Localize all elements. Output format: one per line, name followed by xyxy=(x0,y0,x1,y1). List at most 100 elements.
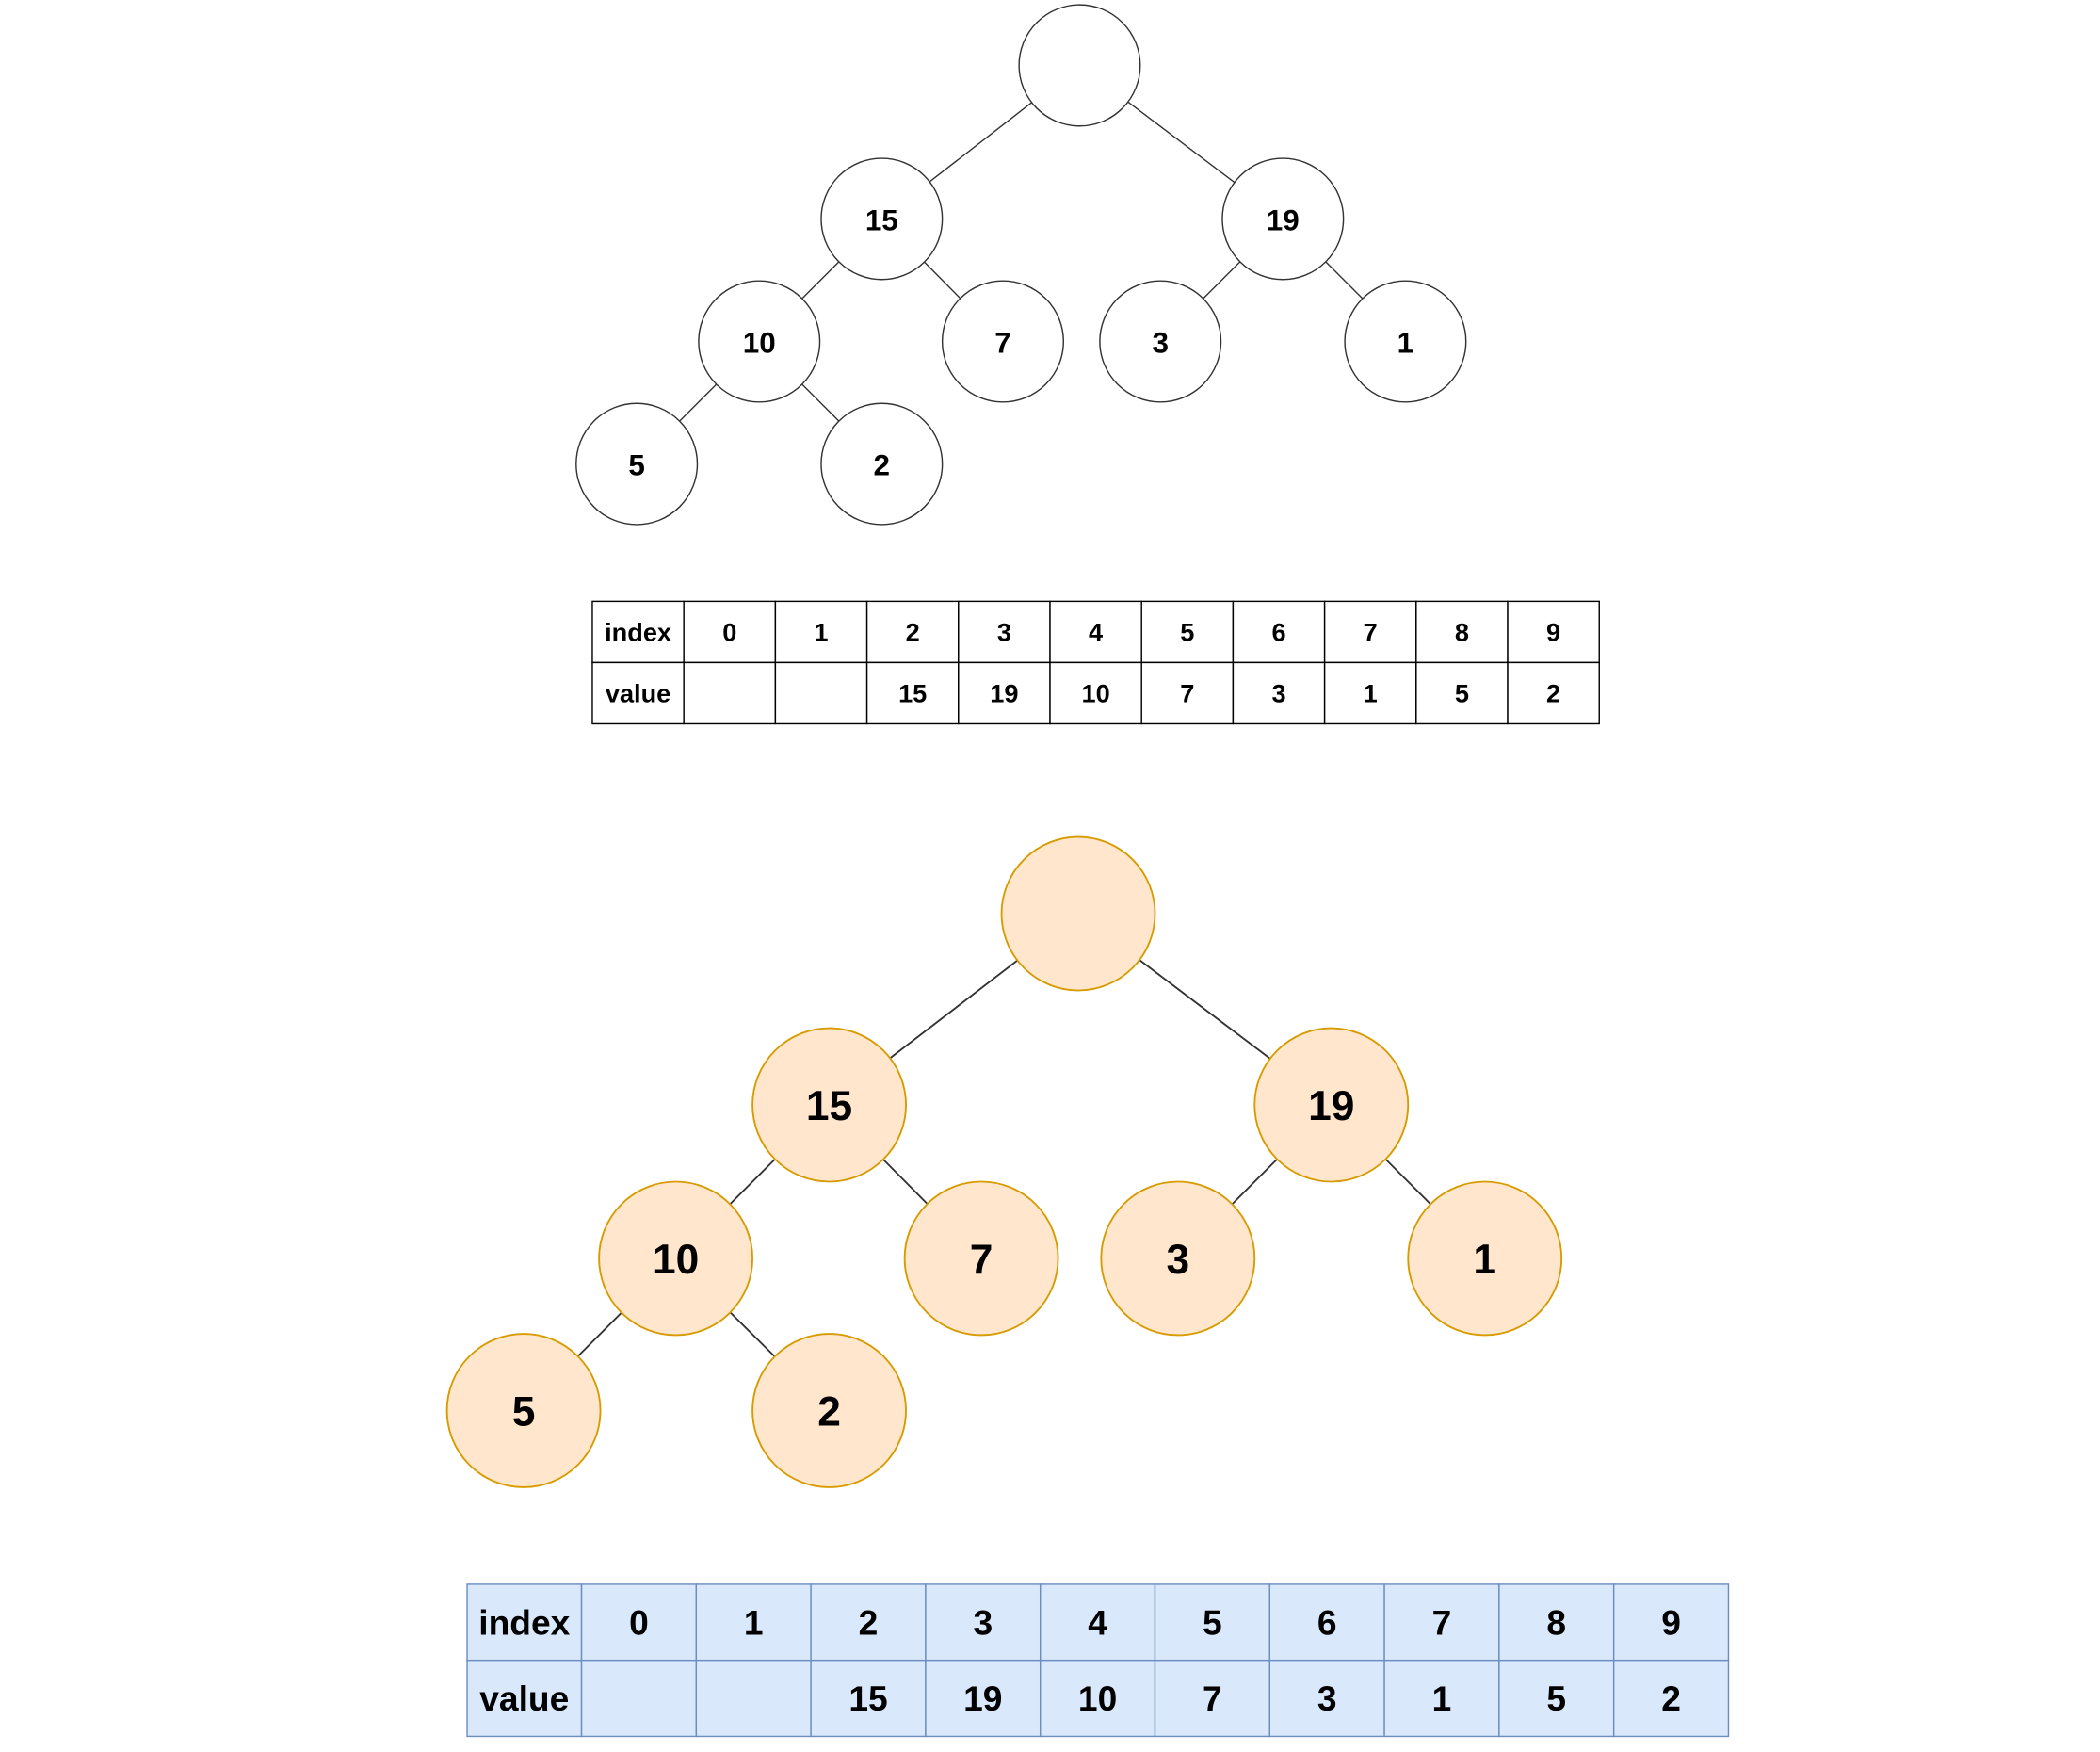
table-cell-text: 7 xyxy=(1432,1602,1452,1642)
tree-edge xyxy=(679,383,718,422)
tree-node: 1 xyxy=(1407,1180,1563,1337)
table-cell-text: 3 xyxy=(997,617,1011,646)
table-cell xyxy=(683,661,777,725)
table-cell xyxy=(580,1659,698,1738)
table-cell xyxy=(695,1583,812,1662)
table-row-header: index xyxy=(605,617,671,646)
tree-edge xyxy=(924,261,961,300)
table-cell xyxy=(1140,600,1235,664)
node-label: 1 xyxy=(1397,326,1413,359)
table-cell-text: 10 xyxy=(1081,678,1109,707)
table-cell-text: 2 xyxy=(1546,678,1560,707)
node-label: 10 xyxy=(743,326,776,359)
table-cell-text: 4 xyxy=(1089,617,1103,646)
node-label: 7 xyxy=(994,326,1010,359)
node-label: 3 xyxy=(1166,1237,1189,1283)
tree-edge xyxy=(577,1311,622,1357)
tree-node: 3 xyxy=(1100,1180,1256,1337)
table-cell xyxy=(1507,661,1600,725)
table-cell-text: 8 xyxy=(1455,617,1469,646)
node-label: 10 xyxy=(653,1237,699,1283)
table-cell-text: 1 xyxy=(1364,678,1378,707)
table-row-header: value xyxy=(606,678,670,707)
table-cell-text: 5 xyxy=(1203,1602,1222,1642)
tree-edge xyxy=(889,959,1018,1060)
node-label: 19 xyxy=(1308,1083,1354,1129)
tree-edge xyxy=(729,1311,776,1357)
table-cell-text: 4 xyxy=(1088,1602,1107,1642)
table-cell xyxy=(1140,661,1235,725)
table-row-header: value xyxy=(479,1679,569,1718)
node-circle xyxy=(1407,1180,1563,1337)
table-cell xyxy=(1039,1659,1156,1738)
table-cell xyxy=(925,1659,1042,1738)
tree-node: 5 xyxy=(575,402,699,526)
table-cell-text: 2 xyxy=(1661,1679,1681,1718)
table-cell xyxy=(1383,1659,1500,1738)
table-cell xyxy=(683,600,777,664)
node-circle xyxy=(941,280,1065,403)
table-cell-text: 7 xyxy=(1364,617,1378,646)
tree-node: 15 xyxy=(820,157,944,281)
node-circle xyxy=(820,402,944,526)
node-circle xyxy=(1253,1027,1410,1183)
node-label: 19 xyxy=(1267,203,1300,236)
tree-node: 3 xyxy=(1099,280,1222,403)
table-cell-text: 5 xyxy=(1180,617,1194,646)
tree-node: 2 xyxy=(751,1333,907,1488)
tree-edge xyxy=(1325,261,1364,300)
node-circle xyxy=(751,1333,907,1488)
table-cell-text: 7 xyxy=(1203,1679,1222,1718)
table-cell xyxy=(925,1583,1042,1662)
table-cell xyxy=(810,1659,927,1738)
table-row-header-cell xyxy=(591,661,685,725)
node-label: 2 xyxy=(817,1388,841,1435)
node-label: 15 xyxy=(865,203,898,236)
table-cell xyxy=(865,600,960,664)
tree-node: 2 xyxy=(820,402,944,526)
node-circle xyxy=(1018,4,1141,127)
tree-edge xyxy=(1203,261,1241,300)
tree-node: 5 xyxy=(445,1333,602,1488)
table-cell-text: 9 xyxy=(1546,617,1560,646)
table-cell-text: 2 xyxy=(859,1602,879,1642)
table-cell-text: 2 xyxy=(906,617,920,646)
table-cell-text: 19 xyxy=(963,1679,1002,1718)
node-label: 15 xyxy=(806,1083,852,1129)
table-cell xyxy=(1323,600,1417,664)
table-cell xyxy=(1612,1659,1730,1738)
table-cell xyxy=(810,1583,927,1662)
node-circle xyxy=(1344,280,1467,403)
table-cell xyxy=(1232,661,1326,725)
node-circle xyxy=(1099,280,1222,403)
tree-edge xyxy=(801,261,840,300)
table-cell xyxy=(1323,661,1417,725)
table-cell-text: 10 xyxy=(1078,1679,1117,1718)
tree-node: 7 xyxy=(903,1180,1059,1337)
tree-edge xyxy=(1127,101,1236,184)
table-cell-text: 3 xyxy=(1317,1679,1337,1718)
tree-edge xyxy=(1139,959,1271,1060)
table-cell-text: 1 xyxy=(744,1602,764,1642)
tree-edge xyxy=(1231,1158,1278,1206)
node-circle xyxy=(751,1027,907,1183)
tree-edge xyxy=(801,383,840,422)
table-row-header: index xyxy=(478,1602,570,1642)
table-cell-text: 1 xyxy=(814,617,828,646)
node-label: 5 xyxy=(628,449,644,482)
tree-node: 10 xyxy=(698,280,821,403)
table-cell xyxy=(580,1583,698,1662)
table-cell-text: 6 xyxy=(1317,1602,1337,1642)
table-cell xyxy=(1049,600,1142,664)
table-cell-text: 9 xyxy=(1661,1602,1681,1642)
table-cell xyxy=(1383,1583,1500,1662)
table-cell-text: 15 xyxy=(898,678,927,707)
node-label: 2 xyxy=(874,449,890,482)
node-circle xyxy=(698,280,821,403)
table-cell xyxy=(1498,1659,1615,1738)
tree-node-root xyxy=(1018,4,1141,127)
